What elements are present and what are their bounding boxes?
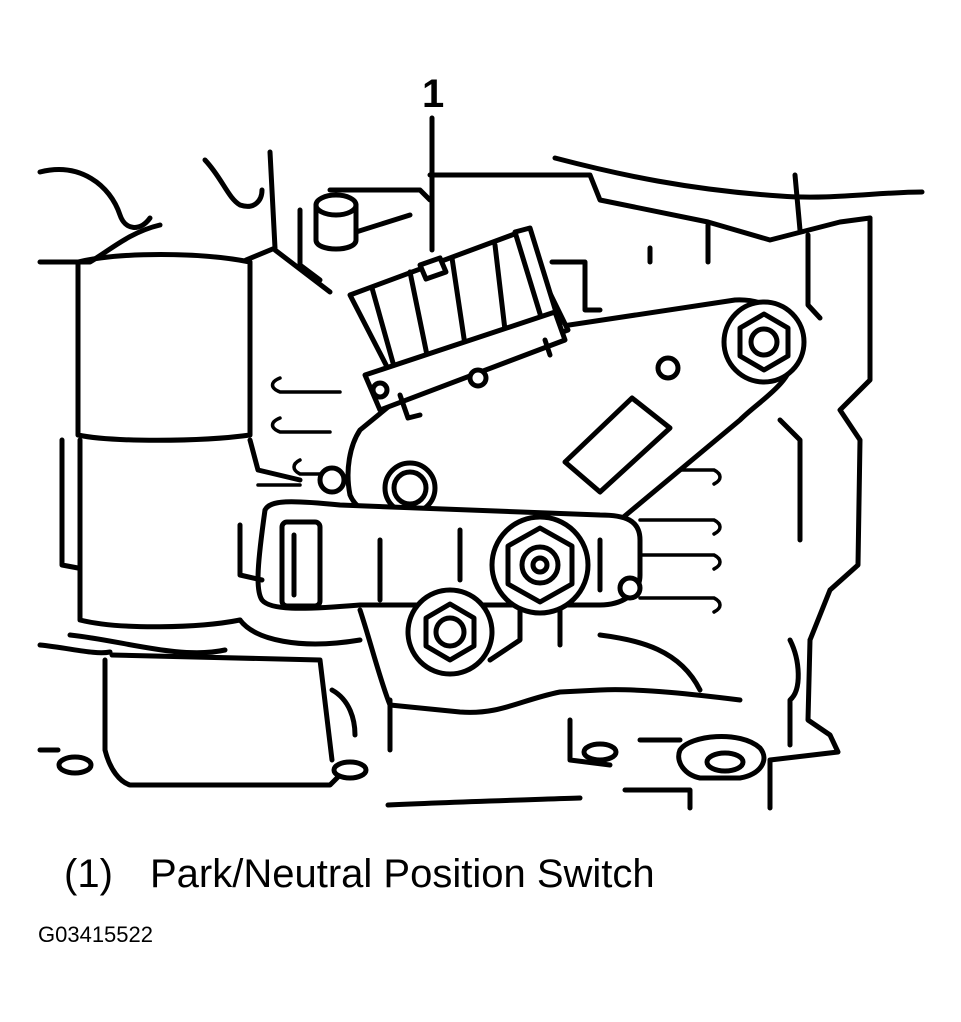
legend-label: Park/Neutral Position Switch: [150, 852, 655, 896]
park-neutral-position-switch: [347, 225, 571, 421]
lower-case: [37, 652, 767, 811]
callout-number-1: 1: [422, 72, 445, 116]
case-ribs-right: [638, 468, 722, 614]
legend-row: (1) Park/Neutral Position Switch: [64, 852, 655, 897]
manual-shift-lever: [237, 499, 643, 616]
pump-housing: [37, 252, 363, 656]
case-ribs-left: [256, 376, 342, 487]
transmission-case-outline: [37, 149, 925, 811]
lower-bracket: [357, 587, 743, 715]
figure-id: G03415522: [38, 922, 153, 947]
legend-key: (1): [64, 852, 113, 896]
case-stud: [297, 187, 433, 283]
